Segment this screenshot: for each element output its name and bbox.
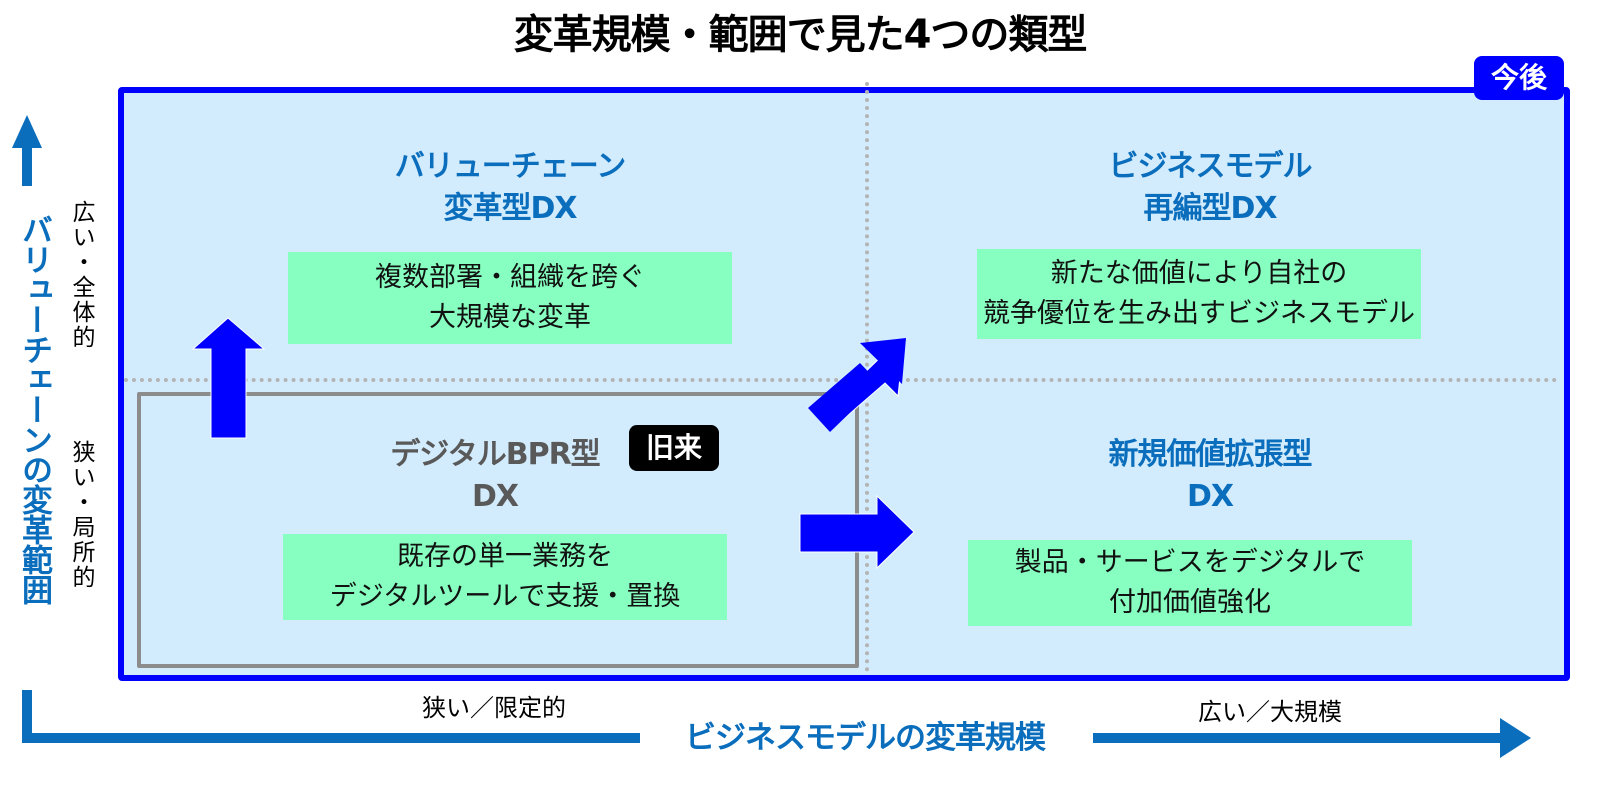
quadrant-description-business-model: 新たな価値により自社の 競争優位を生み出すビジネスモデル [977,249,1421,339]
quadrant-title-line1: ビジネスモデル [1108,149,1313,184]
y-axis-high-label: 広い・全体的 [68,200,94,350]
description-line2: 競争優位を生み出すビジネスモデル [983,298,1415,329]
y-axis-arrow-shaft [22,146,32,186]
x-axis-title: ビジネスモデルの変革規模 [685,720,1046,756]
quadrant-title-line2: 再編型DX [1143,191,1277,226]
quadrant-description-value-chain: 複数部署・組織を跨ぐ 大規模な変革 [288,252,732,344]
quadrant-digital-bpr: デジタルBPR型 DX [340,434,650,518]
y-axis-low-label: 狭い・局所的 [68,440,94,590]
x-axis-line-left [22,733,640,743]
quadrant-title-line2: DX [471,479,519,514]
description-line1: 既存の単一業務を [397,541,613,572]
y-axis-arrow-head-icon [12,115,42,148]
quadrant-title: バリューチェーン 変革型DX [290,146,730,230]
arrow-up-icon [191,317,266,439]
quadrant-value-chain: バリューチェーン 変革型DX [290,146,730,230]
quadrant-new-value: 新規価値拡張型 DX [1010,434,1410,518]
quadrant-title-line1: バリューチェーン [394,149,627,184]
quadrant-description-new-value: 製品・サービスをデジタルで 付加価値強化 [968,540,1412,626]
description-line2: 大規模な変革 [429,302,591,333]
page-title: 変革規模・範囲で見た4つの類型 [513,12,1088,58]
quadrant-title: ビジネスモデル 再編型DX [990,146,1430,230]
quadrant-title: デジタルBPR型 DX [340,434,650,518]
quadrant-title-line1: デジタルBPR型 [390,437,600,472]
quadrant-description-digital-bpr: 既存の単一業務を デジタルツールで支援・置換 [283,534,727,620]
future-badge: 今後 [1474,56,1564,100]
x-axis-arrow-head-icon [1500,718,1531,758]
description-line1: 製品・サービスをデジタルで [1014,547,1366,578]
arrow-diagonal-body [808,363,880,432]
description-line2: 付加価値強化 [1109,587,1271,618]
legacy-badge: 旧来 [629,425,719,471]
x-axis-low-label: 狭い／限定的 [422,694,566,722]
y-axis-title: バリューチェーンの変革範囲 [16,214,52,604]
quadrant-title-line1: 新規価値拡張型 [1108,437,1313,472]
x-axis-vertical-line [22,690,32,743]
quadrant-title-line2: DX [1186,479,1234,514]
description-line1: 複数部署・組織を跨ぐ [375,262,645,293]
quadrant-title: 新規価値拡張型 DX [1010,434,1410,518]
quadrant-business-model: ビジネスモデル 再編型DX [990,146,1430,230]
quadrant-title-line2: 変革型DX [443,191,577,226]
description-line2: デジタルツールで支援・置換 [329,581,681,612]
description-line1: 新たな価値により自社の [1050,258,1348,289]
arrow-diagonal-head [860,338,906,384]
x-axis-high-label: 広い／大規模 [1198,698,1342,726]
x-axis-line-right [1093,733,1503,743]
arrow-right-icon [799,494,915,570]
